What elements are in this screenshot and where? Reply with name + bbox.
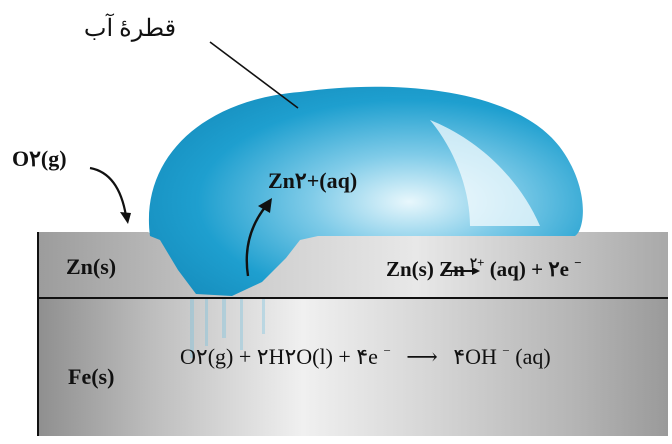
anode-reaction-arrowhead <box>472 267 480 275</box>
anode-product-state: (aq) <box>490 257 526 281</box>
oxygen-gas-label: O۲(g) <box>12 146 67 171</box>
zinc-ion-arrowhead <box>258 198 272 213</box>
anode-electron-sup: − <box>574 255 581 270</box>
iron-layer <box>38 298 668 436</box>
zinc-layer <box>38 232 668 298</box>
water-drop-highlight <box>430 120 540 226</box>
pit-streaks <box>190 298 265 358</box>
iron-layer-label: Fe(s) <box>68 364 114 389</box>
oxygen-arrow <box>89 166 128 217</box>
cathode-product-state: (aq) <box>515 344 550 369</box>
zinc-ion-arrow <box>245 205 267 277</box>
anode-reactant: Zn(s) <box>386 257 434 281</box>
water-drop-leader <box>209 41 299 109</box>
anode-reaction: Zn(s) Zn ۲+ (aq) + ۲e − <box>386 248 582 281</box>
anode-product-sup: ۲+ <box>470 255 484 270</box>
cathode-reaction: O۲(g) + ۲H۲O(l) + ۴e − ⟶ ۴OH − (aq) <box>180 335 551 369</box>
cathode-product: ۴OH <box>453 344 497 369</box>
oxygen-arrowhead <box>120 212 131 224</box>
water-drop <box>148 86 583 296</box>
zinc-layer-label: Zn(s) <box>66 254 116 279</box>
water-drop-label: قطرهٔ آب <box>84 13 176 42</box>
cathode-electron-sup: − <box>383 343 390 358</box>
cathode-reactants: O۲(g) + ۲H۲O(l) + ۴e <box>180 344 378 369</box>
cathode-arrow: ⟶ <box>406 344 438 369</box>
anode-electrons: + ۲e <box>531 257 569 281</box>
zinc-ion-label: Zn۲+(aq) <box>268 168 357 193</box>
cathode-product-sup: − <box>502 343 509 358</box>
anode-product-ion: Zn <box>439 257 465 281</box>
